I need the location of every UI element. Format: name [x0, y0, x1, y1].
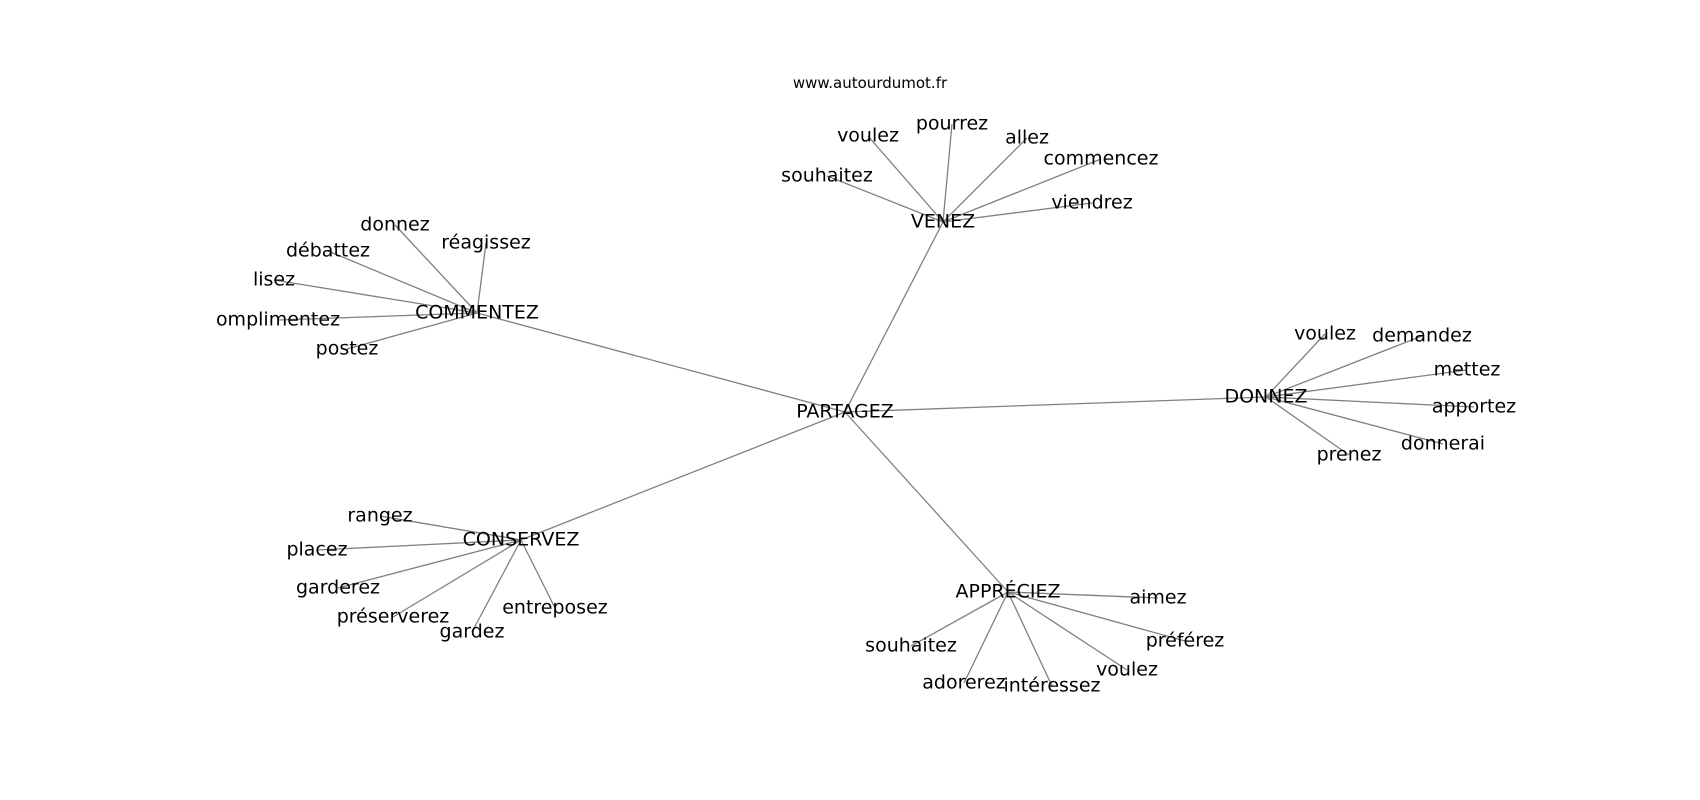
node-appreciez: APPRÉCIEZ: [955, 580, 1060, 603]
edge-donnez-voulez: [1265, 333, 1326, 398]
edge-appreciez-preferez: [1007, 591, 1186, 642]
node-conservez-placez: placez: [286, 539, 347, 561]
node-venez-pourrez: pourrez: [916, 113, 988, 135]
edge-appreciez-voulez: [1007, 591, 1128, 671]
node-venez-allez: allez: [1005, 127, 1049, 149]
edges-layer: [273, 123, 1475, 687]
node-donnez-apportez: apportez: [1432, 396, 1516, 418]
node-appreciez-souhaitez: souhaitez: [865, 635, 957, 657]
edge-partagez-commentez: [476, 312, 846, 413]
node-appreciez-interessez: intéressez: [1003, 675, 1100, 697]
edge-venez-souhaitez: [826, 175, 944, 223]
node-commentez-reagissez: réagissez: [441, 232, 531, 254]
edge-conservez-entreposez: [520, 539, 556, 609]
node-venez-souhaitez: souhaitez: [781, 165, 873, 187]
node-venez-voulez: voulez: [837, 125, 899, 147]
edge-conservez-preserverez: [392, 539, 522, 618]
edge-partagez-conservez: [520, 411, 846, 541]
edge-commentez-postez: [346, 312, 478, 350]
node-conservez-rangez: rangez: [347, 505, 412, 527]
edge-appreciez-aimez: [1007, 591, 1159, 599]
edge-conservez-garderez: [337, 539, 522, 589]
edge-venez-commencez: [942, 158, 1102, 223]
edge-venez-allez: [942, 137, 1028, 223]
edge-commentez-lisez: [273, 279, 478, 314]
node-appreciez-preferez: préférez: [1146, 630, 1225, 652]
edge-commentez-donnez: [394, 224, 478, 314]
node-donnez-voulez: voulez: [1294, 323, 1356, 345]
node-conservez-gardez: gardez: [440, 621, 505, 643]
edge-appreciez-interessez: [1007, 591, 1053, 687]
edge-venez-pourrez: [942, 123, 953, 223]
node-donnez-donnerai: donnerai: [1401, 433, 1485, 455]
node-commentez-donnez: donnez: [360, 214, 429, 236]
edge-partagez-appreciez: [844, 411, 1009, 593]
node-appreciez-adorerez: adorerez: [922, 672, 1005, 694]
edge-donnez-mettez: [1265, 369, 1468, 398]
edge-conservez-gardez: [471, 539, 522, 633]
edge-donnez-prenez: [1265, 396, 1350, 456]
node-appreciez-voulez: voulez: [1096, 659, 1158, 681]
edge-venez-viendrez: [942, 202, 1093, 223]
node-venez-viendrez: viendrez: [1051, 192, 1132, 214]
labels-layer: PARTAGEZ COMMENTEZ donnez réagissez débattez…: [216, 113, 1516, 697]
node-venez: VENEZ: [911, 211, 975, 233]
node-conservez-preserverez: préserverez: [337, 606, 450, 628]
node-commentez-lisez: lisez: [253, 269, 295, 291]
node-appreciez-aimez: aimez: [1129, 587, 1186, 609]
edge-appreciez-souhaitez: [910, 591, 1009, 647]
node-donnez-mettez: mettez: [1434, 359, 1501, 381]
node-conservez: CONSERVEZ: [463, 529, 580, 551]
edge-venez-voulez: [867, 135, 944, 223]
edge-donnez-demandez: [1265, 335, 1423, 398]
edge-appreciez-adorerez: [963, 591, 1009, 684]
node-commentez-debattez: débattez: [286, 240, 370, 262]
node-commentez: COMMENTEZ: [415, 302, 539, 324]
node-conservez-garderez: garderez: [296, 577, 380, 599]
node-commentez-complimentez: omplimentez: [216, 309, 340, 331]
node-commentez-postez: postez: [316, 338, 379, 360]
node-donnez-prenez: prenez: [1317, 444, 1382, 466]
edge-conservez-placez: [316, 539, 522, 551]
source-url-label: www.autourdumot.fr: [792, 74, 948, 92]
edge-conservez-rangez: [379, 515, 522, 541]
edge-commentez-debattez: [327, 250, 478, 314]
node-conservez-entreposez: entreposez: [502, 597, 608, 619]
edge-donnez-donnerai: [1265, 396, 1444, 445]
node-partagez: PARTAGEZ: [796, 401, 894, 423]
node-donnez-demandez: demandez: [1372, 325, 1472, 347]
node-donnez: DONNEZ: [1224, 386, 1307, 408]
node-venez-commencez: commencez: [1044, 148, 1159, 170]
edge-commentez-reagissez: [476, 242, 487, 314]
edge-commentez-complimentez: [277, 312, 478, 321]
edge-partagez-donnez: [844, 396, 1267, 413]
edge-donnez-apportez: [1265, 396, 1475, 408]
edge-partagez-venez: [844, 221, 944, 413]
